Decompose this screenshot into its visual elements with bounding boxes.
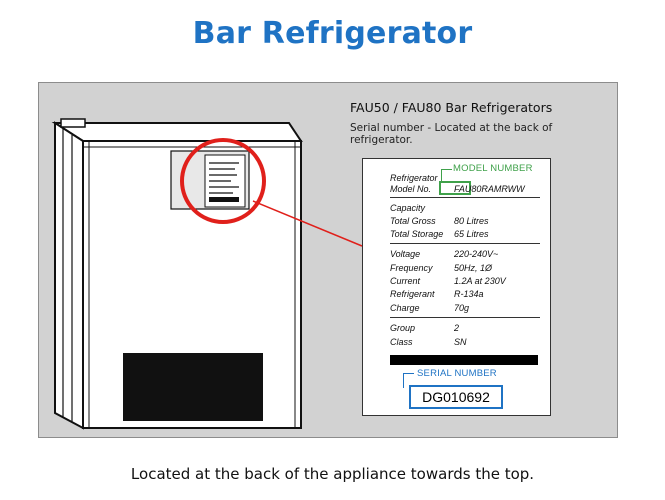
serial-number-value: DG010692 bbox=[409, 385, 503, 409]
label-value: 2 bbox=[454, 323, 460, 333]
label-key: Total Storage bbox=[390, 229, 444, 239]
label-value: 70g bbox=[454, 303, 470, 313]
label-value: SN bbox=[454, 337, 467, 347]
label-value: 1.2A at 230V bbox=[454, 276, 506, 286]
pointer-line bbox=[252, 200, 363, 247]
label-key: Class bbox=[390, 337, 413, 347]
label-key: Charge bbox=[390, 303, 420, 313]
diagram-panel: FAU50 / FAU80 Bar Refrigerators Serial n… bbox=[38, 82, 618, 438]
model-bracket bbox=[441, 169, 452, 182]
label-key: Voltage bbox=[390, 249, 421, 259]
label-value: 65 Litres bbox=[454, 229, 489, 239]
label-key: Total Gross bbox=[390, 216, 436, 226]
label-key: Group bbox=[390, 323, 416, 333]
red-highlight-circle bbox=[180, 138, 266, 224]
caption: Located at the back of the appliance tow… bbox=[130, 465, 535, 483]
barcode bbox=[390, 355, 538, 365]
label-key: Current bbox=[390, 276, 421, 286]
label-value: R-134a bbox=[454, 289, 484, 299]
label-key: Model No. bbox=[390, 184, 432, 194]
label-value: 50Hz, 1Ø bbox=[454, 263, 493, 273]
label-divider bbox=[390, 243, 540, 244]
label-value: 80 Litres bbox=[454, 216, 489, 226]
serial-number-callout: SERIAL NUMBER bbox=[417, 368, 497, 379]
rating-label: MODEL NUMBER Refrigerator Model No. FAU8… bbox=[362, 158, 551, 416]
model-number-highlight bbox=[439, 181, 471, 195]
label-value: 220-240V~ bbox=[454, 249, 499, 259]
diagram-heading: FAU50 / FAU80 Bar Refrigerators bbox=[350, 100, 553, 115]
label-key: Refrigerator bbox=[390, 173, 438, 183]
model-number-callout: MODEL NUMBER bbox=[453, 163, 533, 174]
page-title: Bar Refrigerator bbox=[192, 16, 473, 51]
serial-bracket bbox=[403, 373, 414, 388]
label-value: FAU80RAMRWW bbox=[454, 184, 525, 194]
label-key: Refrigerant bbox=[390, 289, 435, 299]
refrigerator-illustration bbox=[51, 118, 363, 430]
label-divider bbox=[390, 197, 540, 198]
label-divider bbox=[390, 317, 540, 318]
label-key: Frequency bbox=[390, 263, 433, 273]
diagram-subtext: Serial number - Located at the back of r… bbox=[350, 122, 553, 146]
label-key: Capacity bbox=[390, 203, 426, 213]
